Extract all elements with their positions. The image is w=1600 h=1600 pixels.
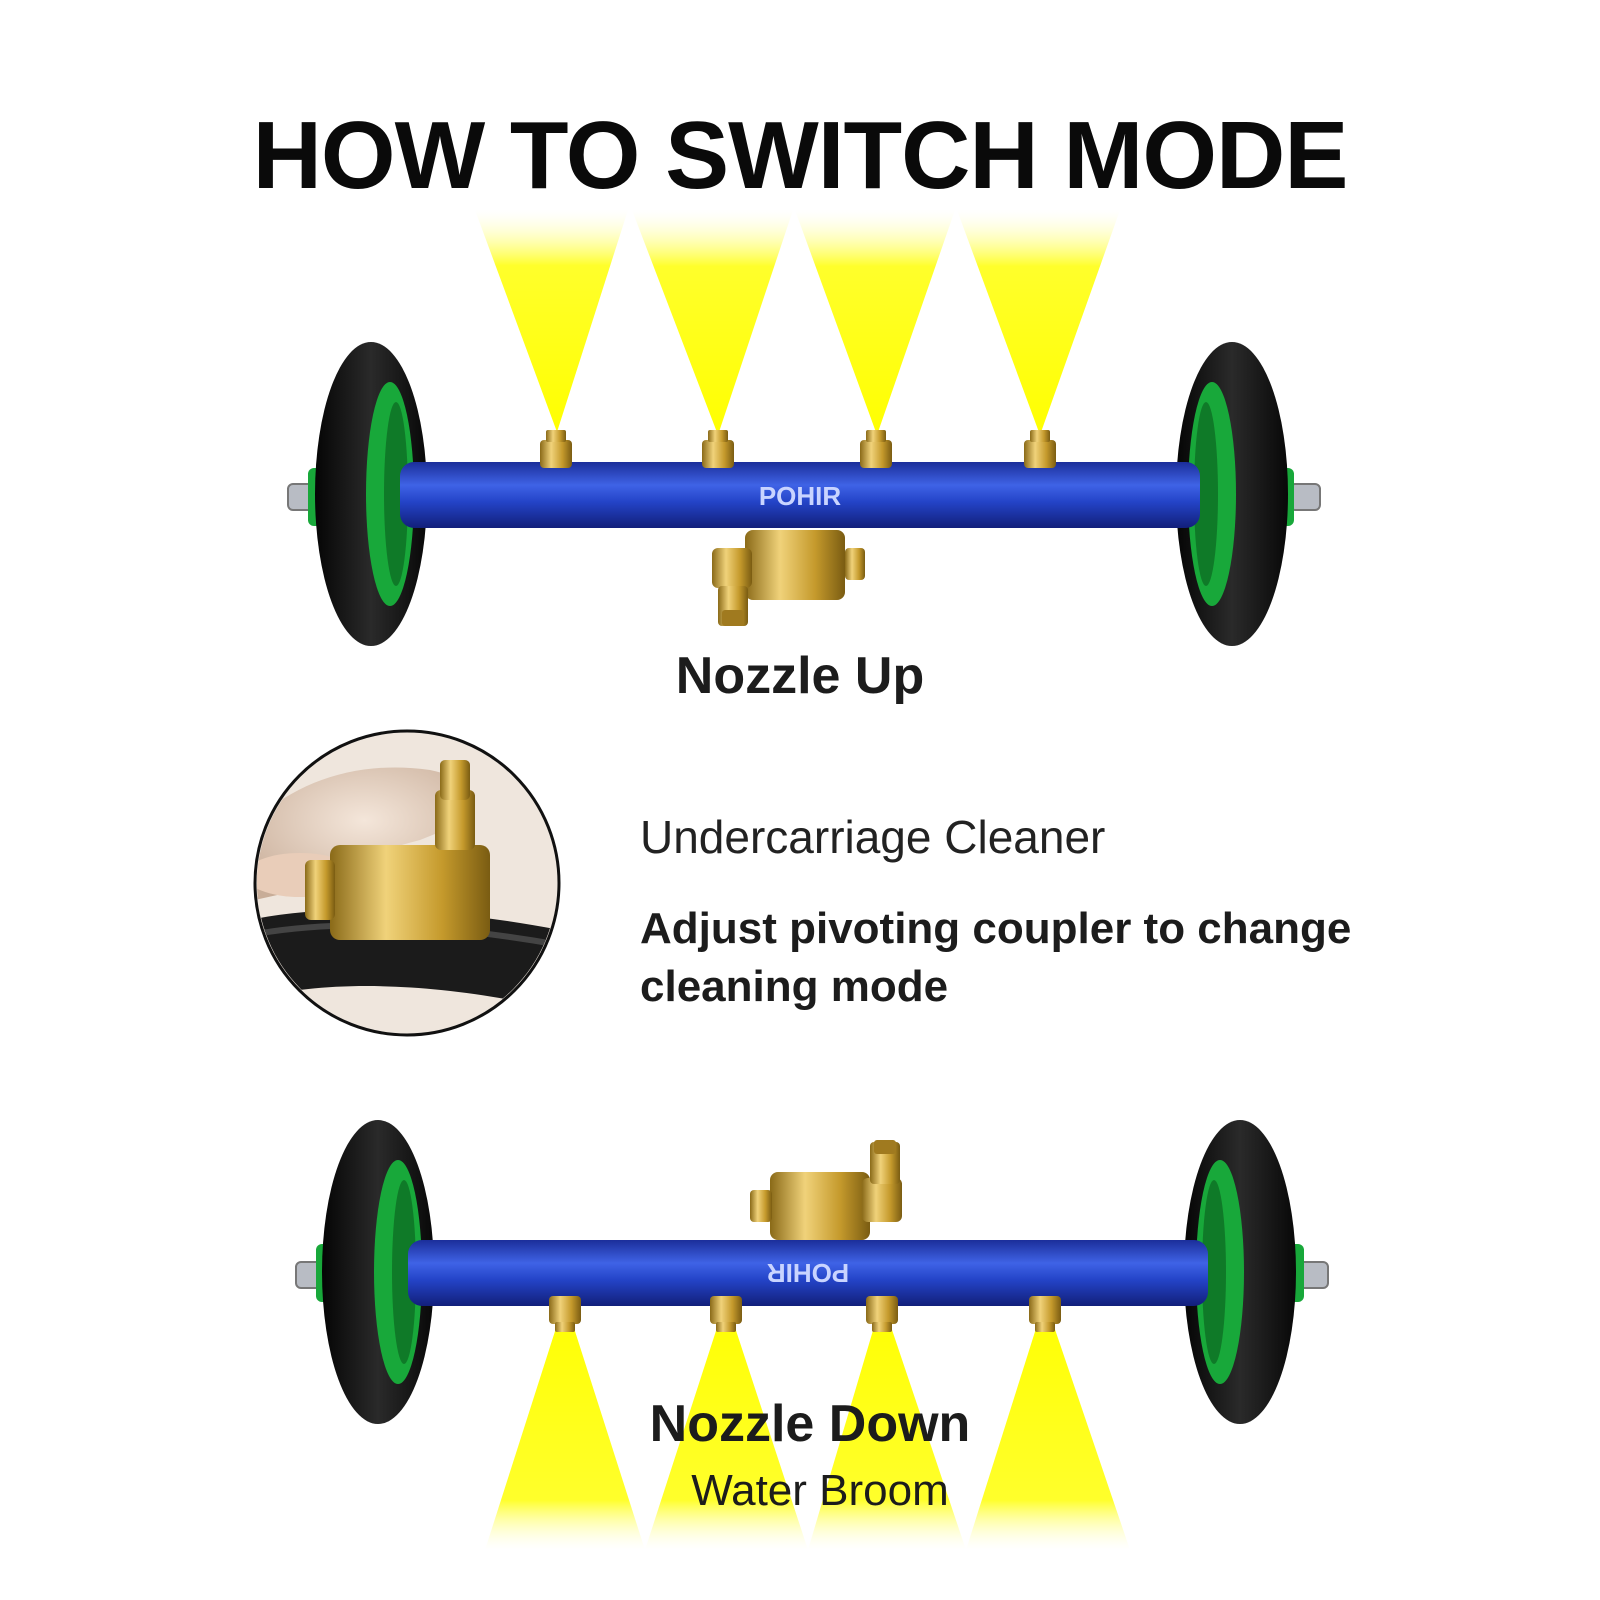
nozzles-down (549, 1296, 1061, 1332)
nozzles-up (540, 430, 1056, 468)
spray-cones-down (485, 1300, 1130, 1550)
right-wheel (1176, 342, 1294, 646)
pivot-coupler-up (712, 530, 865, 626)
nozzle-down-label: Nozzle Down (649, 1395, 971, 1453)
spray-cones-up (475, 210, 1120, 435)
nozzle-down-assembly: POHIR (295, 1120, 1329, 1550)
page-title: HOW TO SWITCH MODE (252, 102, 1349, 209)
brand-logo-flipped: POHIR (767, 1258, 850, 1288)
info-body: Adjust pivoting coupler to change cleani… (640, 904, 1352, 1011)
left-wheel-down (316, 1120, 434, 1424)
blue-tube-down (408, 1240, 1208, 1306)
nozzle-up-label: Nozzle Up (675, 647, 925, 705)
right-wheel-down (1184, 1120, 1304, 1424)
info-heading: Undercarriage Cleaner (640, 811, 1106, 863)
pivot-coupler-down (750, 1140, 902, 1240)
brand-logo: POHIR (759, 481, 842, 511)
nozzle-up-assembly: POHIR (287, 210, 1321, 646)
left-wheel (308, 342, 427, 646)
blue-tube (400, 462, 1200, 528)
water-broom-label: Water Broom (691, 1466, 949, 1515)
coupler-detail-photo (253, 729, 561, 1037)
